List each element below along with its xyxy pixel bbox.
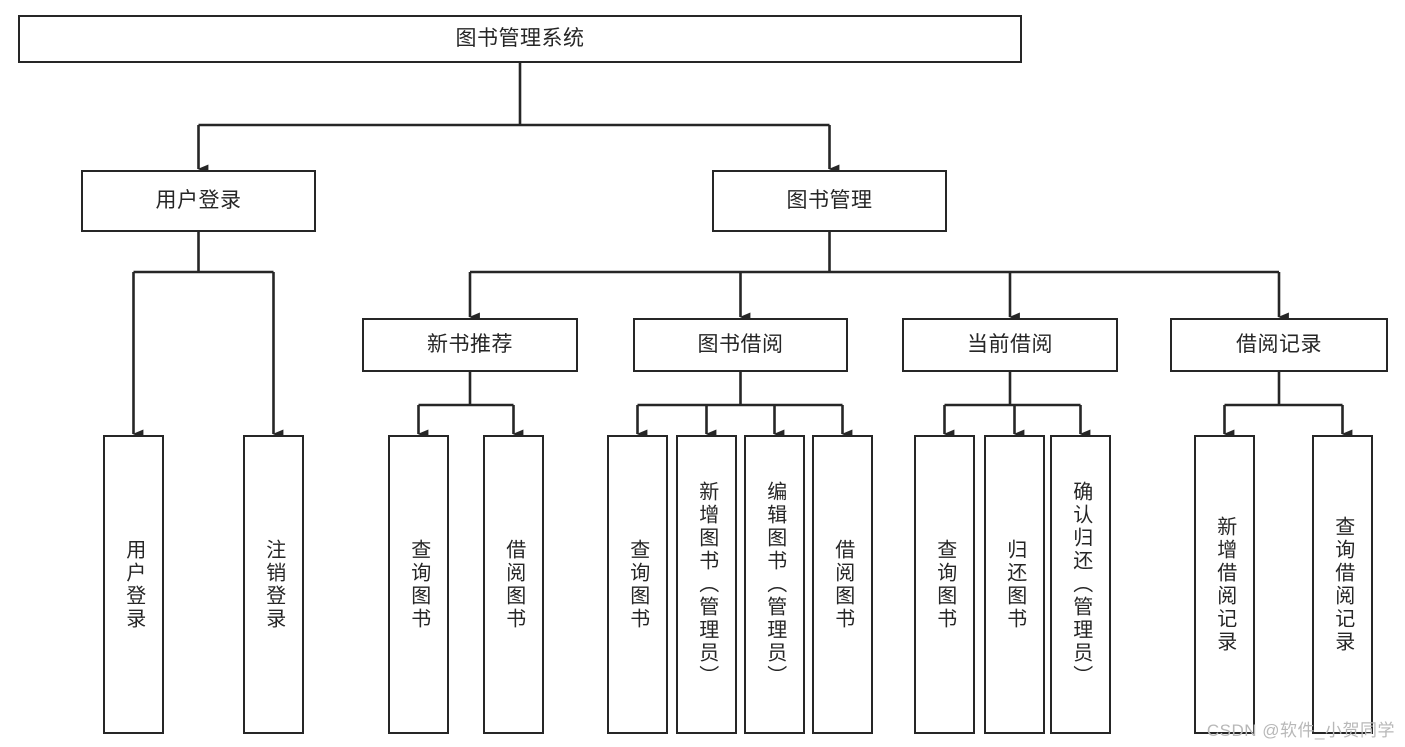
node-book-borrow[interactable]: 图书借阅 [633,318,848,372]
node-label: 查询图书 [933,538,956,631]
node-book-manage[interactable]: 图书管理 [712,170,947,232]
node-new-book-rec[interactable]: 新书推荐 [362,318,578,372]
node-label: 查询借阅记录 [1331,515,1354,654]
node-root[interactable]: 图书管理系统 [18,15,1022,63]
node-leaf-user-login[interactable]: 用户登录 [103,435,164,734]
connector-lines [132,63,1353,439]
node-label: 新增图书（管理员） [695,481,718,688]
node-label: 查询图书 [407,538,430,631]
node-leaf-add-rec[interactable]: 新增借阅记录 [1194,435,1255,734]
node-label: 当前借阅 [967,333,1053,357]
node-label: 查询图书 [626,538,649,631]
node-label: 新增借阅记录 [1213,515,1236,654]
node-leaf-query-1[interactable]: 查询图书 [388,435,449,734]
node-leaf-edit-book[interactable]: 编辑图书（管理员） [744,435,805,734]
node-current-borrow[interactable]: 当前借阅 [902,318,1118,372]
node-label: 编辑图书（管理员） [763,481,786,688]
node-leaf-add-book[interactable]: 新增图书（管理员） [676,435,737,734]
node-label: 图书管理系统 [455,27,585,51]
node-label: 确认归还（管理员） [1069,481,1092,688]
node-leaf-borrow-2[interactable]: 借阅图书 [812,435,873,734]
node-label: 归还图书 [1003,538,1026,631]
node-leaf-query-3[interactable]: 查询图书 [914,435,975,734]
watermark: CSDN @软件_小贺同学 [1206,721,1395,740]
node-leaf-return[interactable]: 归还图书 [984,435,1045,734]
node-leaf-borrow-1[interactable]: 借阅图书 [483,435,544,734]
node-leaf-query-2[interactable]: 查询图书 [607,435,668,734]
node-label: 借阅记录 [1236,333,1322,357]
node-label: 新书推荐 [427,333,513,357]
node-label: 图书管理 [786,189,873,213]
node-leaf-confirm[interactable]: 确认归还（管理员） [1050,435,1111,734]
node-leaf-query-rec[interactable]: 查询借阅记录 [1312,435,1373,734]
node-label: 注销登录 [262,538,285,631]
node-leaf-logout[interactable]: 注销登录 [243,435,304,734]
node-label: 用户登录 [155,189,242,213]
node-label: 图书借阅 [697,333,784,357]
node-borrow-record[interactable]: 借阅记录 [1170,318,1388,372]
node-user-login[interactable]: 用户登录 [81,170,316,232]
node-label: 借阅图书 [502,538,525,631]
node-label: 借阅图书 [831,538,854,631]
node-label: 用户登录 [122,538,145,631]
